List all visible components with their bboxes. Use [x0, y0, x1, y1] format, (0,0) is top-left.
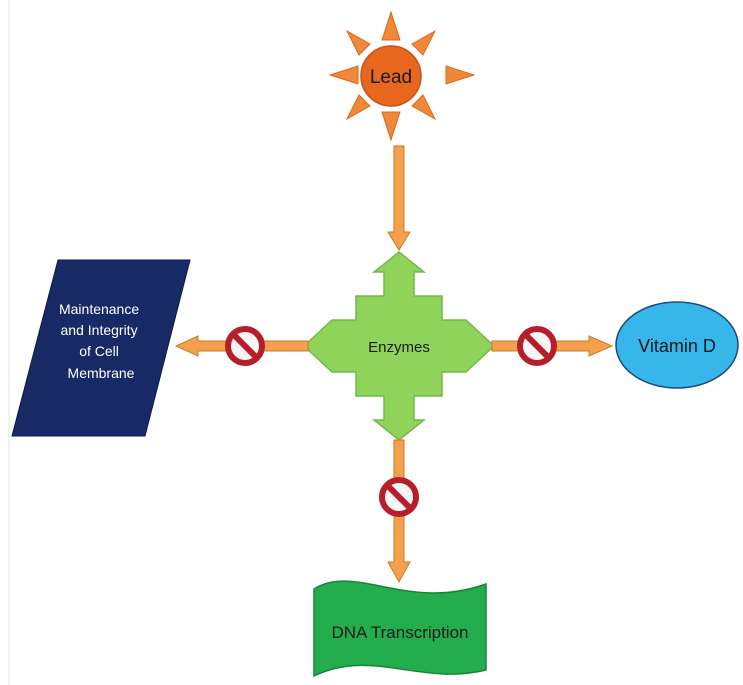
membrane-line-4: Membrane: [68, 365, 135, 381]
vitamin-shape: [615, 301, 739, 389]
membrane-line-3: of Cell: [79, 343, 119, 359]
vitamin-node: Vitamin D: [615, 301, 739, 389]
dna-shape: [313, 580, 487, 678]
lead-label: Lead: [370, 67, 412, 88]
membrane-line-1: Maintenance: [59, 301, 139, 317]
sun-rays: [328, 10, 476, 142]
membrane-shape: [11, 259, 191, 437]
sun-lead: Lead: [328, 10, 476, 142]
prohibition-icon: [520, 329, 554, 363]
membrane-node: Maintenance and Integrity of Cell Membra…: [11, 259, 191, 437]
prohibition-icon: [228, 329, 262, 363]
enzymes-label: Enzymes: [368, 339, 430, 356]
arrow-lead-to-enzymes: [387, 145, 411, 251]
dna-label: DNA Transcription: [332, 623, 469, 642]
vitamin-label: Vitamin D: [638, 336, 716, 356]
enzymes-node: Enzymes: [302, 251, 496, 441]
dna-node: DNA Transcription: [313, 580, 487, 678]
prohibition-icon: [382, 480, 416, 514]
membrane-label: Maintenance and Integrity of Cell Membra…: [59, 301, 143, 381]
sun-core: [360, 45, 422, 107]
membrane-line-2: and Integrity: [61, 322, 138, 338]
